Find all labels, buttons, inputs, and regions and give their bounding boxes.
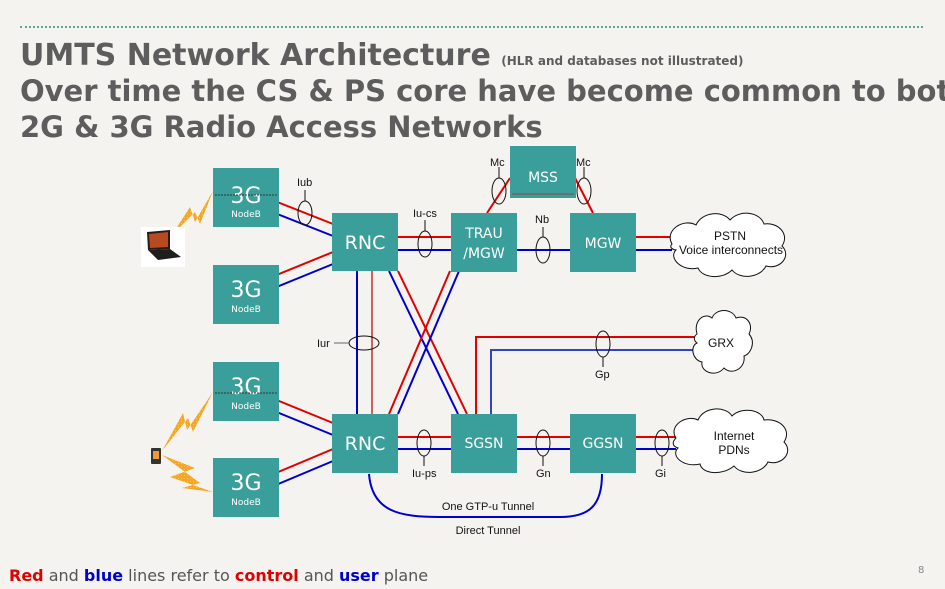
pstn-label-line2: Voice interconnects	[679, 243, 783, 257]
link-sgsn-grx-user	[490, 349, 695, 414]
grx-label: GRX	[708, 336, 734, 350]
legend-end: plane	[378, 566, 429, 585]
iu-cs-label: Iu-cs	[413, 208, 437, 220]
slide-title: UMTS Network Architecture (HLR and datab…	[20, 38, 744, 79]
gn-marker	[535, 429, 551, 457]
iur-marker	[348, 335, 380, 351]
iub-label: Iub	[297, 177, 312, 189]
iu-ps-label: Iu-ps	[412, 468, 437, 480]
internet-label-line1: Internet	[714, 429, 755, 443]
rnc-1-label: RNC	[345, 232, 386, 254]
nodeb-1: 3G NodeB	[213, 168, 279, 227]
mc-left-marker	[491, 177, 507, 205]
gp-label: Gp	[595, 369, 610, 381]
radio-link-laptop-icon	[172, 191, 213, 235]
nodeb-3-big: 3G	[230, 375, 261, 400]
legend-and-2: and	[298, 566, 340, 585]
internet-label-line2: PDNs	[718, 443, 749, 457]
rnc-2: RNC	[332, 414, 398, 473]
nodeb-1-small: NodeB	[231, 210, 261, 220]
title-note: (HLR and databases not illustrated)	[501, 54, 744, 68]
title-text: UMTS Network Architecture	[20, 38, 491, 73]
tunnel-label: One GTP-u Tunnel	[442, 501, 534, 513]
iu-cs-marker	[417, 230, 433, 258]
laptop-icon	[141, 227, 185, 267]
nodeb-2-big: 3G	[230, 278, 261, 303]
mc-left-label: Mc	[490, 157, 505, 169]
mobile-phone-icon	[151, 448, 161, 464]
mss-label: MSS	[528, 170, 558, 186]
gn-label: Gn	[536, 468, 551, 480]
legend-middle: lines refer to	[123, 566, 235, 585]
iu-ps-marker	[416, 429, 432, 457]
legend-and-1: and	[43, 566, 84, 585]
subtitle-line-1: Over time the CS & PS core have become c…	[20, 74, 945, 108]
tunnel-caption: Direct Tunnel	[456, 525, 521, 537]
trau-mgw: TRAU /MGW	[451, 213, 517, 272]
pstn-cloud-icon: PSTN Voice interconnects	[669, 212, 787, 277]
grx-cloud-icon: GRX	[692, 310, 753, 374]
nodeb-2-small: NodeB	[231, 305, 261, 315]
legend-blue-word: blue	[83, 566, 124, 585]
legend-red-word: Red	[9, 566, 44, 585]
trau-label-line2: /MGW	[463, 246, 505, 262]
mss: MSS	[510, 146, 576, 198]
direct-tunnel-curve	[368, 473, 603, 518]
link-trau-rnc2-user	[397, 270, 460, 415]
rnc-2-label: RNC	[345, 433, 386, 455]
nodeb-4: 3G NodeB	[213, 458, 279, 517]
subtitle-line-2: 2G & 3G Radio Access Networks	[20, 110, 543, 144]
legend-control-word: control	[234, 566, 299, 585]
link-sgsn-grx-control	[475, 336, 695, 414]
ggsn: GGSN	[570, 414, 636, 473]
clouds: PSTN Voice interconnects GRX Internet PD…	[669, 212, 789, 473]
internet-cloud-icon: Internet PDNs	[672, 408, 789, 473]
nodeb-2: 3G NodeB	[213, 265, 279, 324]
header-divider	[20, 26, 923, 28]
gp-marker	[595, 330, 611, 358]
legend-footer: Red and blue lines refer to control and …	[9, 566, 428, 585]
nodeb-3-small: NodeB	[231, 402, 261, 412]
link-rnc1-sgsn-user	[388, 270, 459, 415]
sgsn: SGSN	[451, 414, 517, 473]
mgw-label: MGW	[585, 236, 622, 252]
iur-label: Iur	[317, 338, 330, 350]
nodeb-4-big: 3G	[230, 471, 261, 496]
interfaces: Iub Iu-cs Mc Mc Nb Iur Gp Iu-ps Gn	[297, 157, 670, 480]
legend-user-word: user	[339, 566, 379, 585]
nodeb-1-big: 3G	[230, 184, 261, 209]
link-rnc1-sgsn-control	[397, 270, 468, 415]
nodeb-3: 3G NodeB	[213, 362, 279, 421]
nb-label: Nb	[535, 214, 549, 226]
link-trau-rnc2-control	[388, 270, 451, 415]
ggsn-label: GGSN	[582, 436, 623, 452]
sgsn-label: SGSN	[464, 436, 503, 452]
link-mss-trau-control	[486, 177, 511, 214]
nodeb-4-small: NodeB	[231, 498, 261, 508]
radio-link-phone-up-icon	[162, 392, 213, 451]
rnc-1: RNC	[332, 213, 398, 271]
page-number: 8	[918, 565, 925, 576]
pstn-label-line1: PSTN	[714, 229, 746, 243]
radio-link-phone-down-icon	[162, 455, 213, 492]
nodes: 3G NodeB 3G NodeB 3G NodeB 3G NodeB RNC	[213, 146, 636, 517]
trau-label-line1: TRAU	[464, 226, 503, 242]
gi-label: Gi	[655, 468, 666, 480]
mc-right-marker	[576, 177, 592, 205]
mc-right-label: Mc	[576, 157, 591, 169]
gi-marker	[654, 429, 670, 457]
mgw: MGW	[570, 213, 636, 272]
radio-links	[162, 191, 213, 492]
